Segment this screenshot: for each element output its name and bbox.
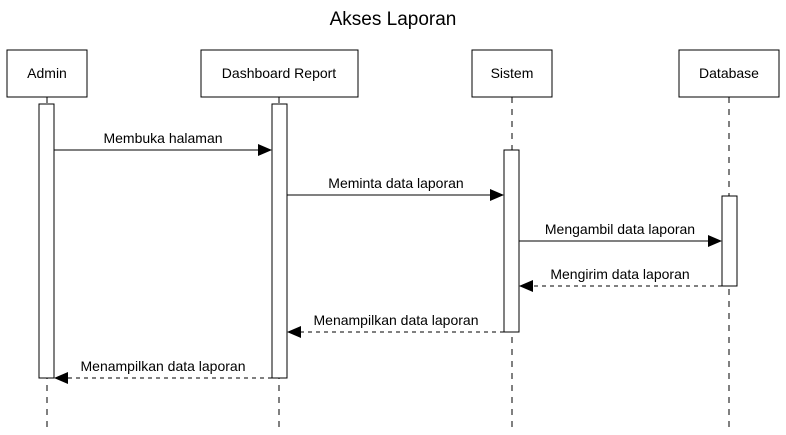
activation-dashboard <box>271 103 288 379</box>
activation-admin <box>38 103 55 379</box>
participant-database-label: Database <box>699 65 759 81</box>
message-1: Membuka halaman <box>54 130 272 156</box>
participant-database: Database <box>678 49 780 98</box>
message-2-label: Meminta data laporan <box>328 175 463 191</box>
participant-admin-label: Admin <box>27 65 67 81</box>
diagram-title: Akses Laporan <box>330 9 457 30</box>
activation-database <box>721 195 738 287</box>
message-4: Mengirim data laporan <box>519 266 722 292</box>
participant-sistem-label: Sistem <box>491 65 534 81</box>
message-6-label: Menampilkan data laporan <box>81 358 246 374</box>
message-5-label: Menampilkan data laporan <box>314 312 479 328</box>
participant-dashboard: Dashboard Report <box>200 49 359 98</box>
message-5: Menampilkan data laporan <box>287 312 504 338</box>
participant-sistem: Sistem <box>471 49 553 98</box>
message-1-label: Membuka halaman <box>103 130 222 146</box>
message-4-label: Mengirim data laporan <box>550 266 689 282</box>
participant-dashboard-label: Dashboard Report <box>222 65 337 81</box>
participant-admin: Admin <box>6 49 88 98</box>
message-6: Menampilkan data laporan <box>54 358 272 384</box>
message-2: Meminta data laporan <box>287 175 504 201</box>
activation-sistem <box>503 149 520 333</box>
message-3: Mengambil data laporan <box>519 221 722 247</box>
message-3-label: Mengambil data laporan <box>545 221 695 237</box>
